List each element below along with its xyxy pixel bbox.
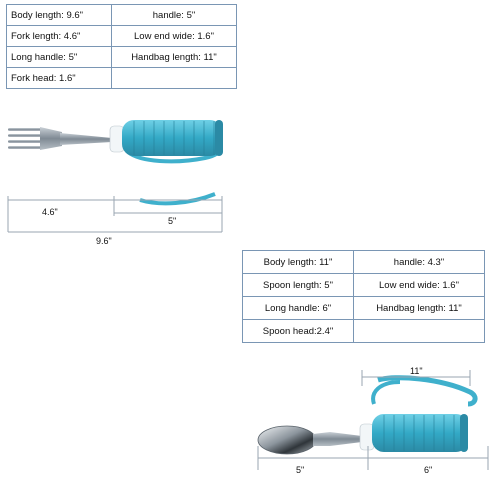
fork-image	[8, 120, 223, 206]
fork-head-dimension: 4.6"	[42, 207, 58, 217]
spoon-dimension-lines	[257, 370, 489, 470]
spoon-handle-dimension: 6"	[424, 465, 433, 475]
table-row: Fork length: 4.6" Low end wide: 1.6"	[6, 25, 237, 47]
spoon-strap-dimension: 11"	[410, 366, 423, 376]
table-row: Body length: 11" handle: 4.3"	[242, 250, 485, 274]
spec-cell: Fork head: 1.6"	[6, 67, 112, 89]
table-row: Fork head: 1.6"	[6, 67, 237, 89]
spoon-image	[257, 375, 478, 455]
table-row: Body length: 9.6" handle: 5"	[6, 4, 237, 26]
spec-cell: Spoon head:2.4"	[242, 319, 354, 343]
spec-cell: handle: 4.3"	[353, 250, 485, 274]
spec-cell: Body length: 11"	[242, 250, 354, 274]
fork-total-dimension: 9.6"	[96, 236, 112, 246]
spoon-head-dimension: 5"	[296, 465, 305, 475]
spec-cell	[353, 319, 485, 343]
spoon-spec-table: Body length: 11" handle: 4.3" Spoon leng…	[242, 250, 485, 343]
fork-dimension-lines	[7, 196, 223, 233]
fork-spec-table: Body length: 9.6" handle: 5" Fork length…	[6, 4, 237, 89]
table-row: Spoon head:2.4"	[242, 319, 485, 343]
fork-handle-dimension: 5"	[168, 216, 177, 226]
spec-cell	[111, 67, 237, 89]
